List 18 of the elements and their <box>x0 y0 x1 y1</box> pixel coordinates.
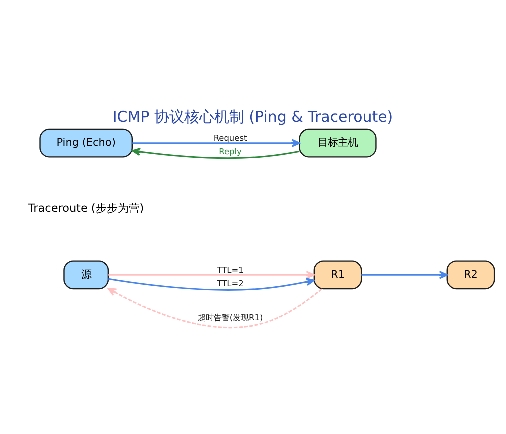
diagram-title: ICMP 协议核心机制 (Ping & Traceroute) <box>112 107 394 126</box>
node-box: R1 <box>314 260 362 290</box>
label: Traceroute (步步为营) <box>28 201 144 214</box>
arrow <box>132 147 300 159</box>
arrow <box>108 287 322 328</box>
node-box: R2 <box>446 260 496 290</box>
edge-label: TTL=2 <box>217 278 244 288</box>
edge-label: TTL=1 <box>217 264 244 274</box>
edge-label: Request <box>214 132 248 142</box>
edge-label: 超时告警(发现R1) <box>198 312 264 322</box>
node-box: 目标主机 <box>299 128 377 158</box>
arrow <box>108 270 315 279</box>
arrow <box>362 270 448 279</box>
node-box: 源 <box>64 260 110 290</box>
edge-label: Reply <box>219 146 242 156</box>
node-box: Ping (Echo) <box>40 128 133 158</box>
arrow <box>132 138 300 147</box>
arrow <box>108 278 315 290</box>
